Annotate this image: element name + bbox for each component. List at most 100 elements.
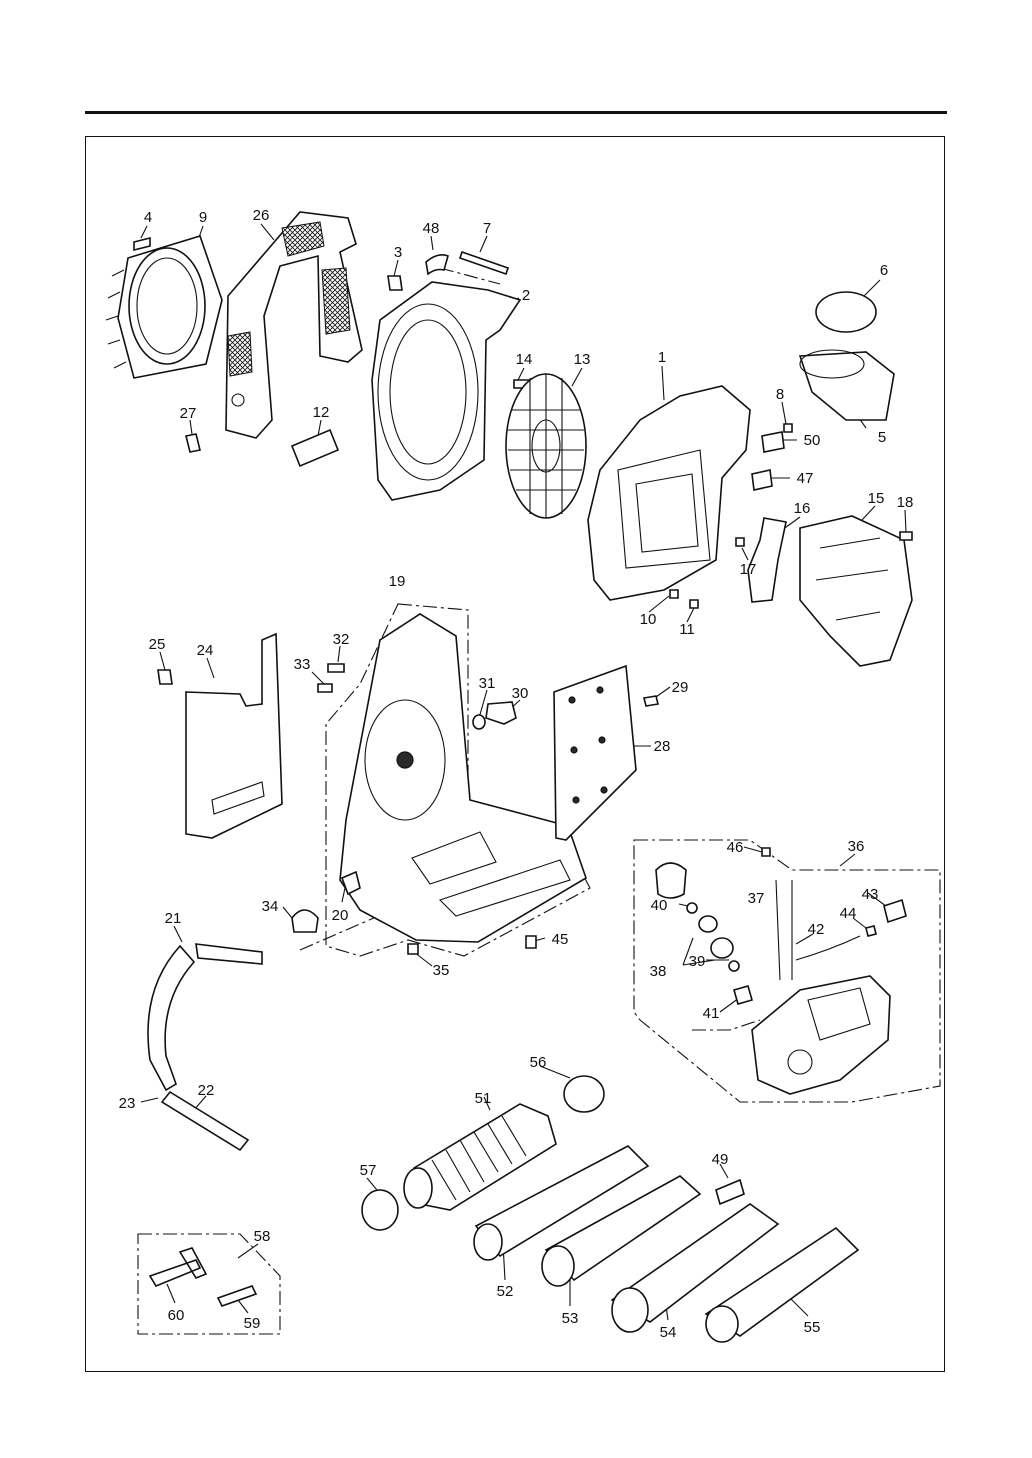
callout-label: 60 — [168, 1307, 185, 1324]
callout-label: 24 — [197, 642, 214, 659]
part-30-damper — [486, 702, 516, 724]
part-9-fan-cover — [106, 236, 222, 378]
part-59-wrench — [218, 1286, 256, 1306]
part-50-label — [762, 432, 784, 452]
callout-label: 17 — [740, 561, 757, 578]
part-57-band — [362, 1190, 398, 1230]
part-29-bolt — [644, 696, 658, 706]
callout-label: 42 — [808, 921, 825, 938]
callout-label: 26 — [253, 207, 270, 224]
part-11-bolt — [690, 600, 698, 608]
callout-label: 36 — [848, 838, 865, 855]
callout-label: 54 — [660, 1324, 677, 1341]
callout-label: 25 — [149, 636, 166, 653]
callout-label: 57 — [360, 1162, 377, 1179]
callout-label: 3 — [394, 244, 402, 261]
part-47-label — [752, 470, 772, 490]
callout-label: 41 — [703, 1005, 720, 1022]
callout-label: 31 — [479, 675, 496, 692]
callout-label: 35 — [433, 962, 450, 979]
part-60-plug-wrench — [150, 1248, 206, 1286]
part-8-screw — [784, 424, 792, 432]
part-3-screw — [388, 276, 402, 290]
callout-label: 45 — [552, 931, 569, 948]
callout-label: 13 — [574, 351, 591, 368]
part-45-screw — [526, 936, 536, 948]
callout-label: 46 — [727, 839, 744, 856]
callout-label: 28 — [654, 738, 671, 755]
callout-label: 20 — [332, 907, 349, 924]
callout-label: 56 — [530, 1054, 547, 1071]
callout-label: 32 — [333, 631, 350, 648]
part-27-grommet — [186, 434, 200, 452]
callout-label: 33 — [294, 656, 311, 673]
callout-label: 53 — [562, 1310, 579, 1327]
part-41-strainer — [734, 986, 752, 1004]
part-12-spacer — [292, 430, 338, 466]
callout-label: 27 — [180, 405, 197, 422]
callout-label: 10 — [640, 611, 657, 628]
part-33-screw — [318, 684, 332, 692]
callout-label: 12 — [313, 404, 330, 421]
callout-label: 39 — [689, 953, 706, 970]
part-49-label — [716, 1180, 744, 1204]
part-10-washer — [670, 590, 678, 598]
callout-label: 22 — [198, 1082, 215, 1099]
callout-label: 14 — [516, 351, 533, 368]
part-4-bolt — [134, 238, 150, 250]
part-44-clip — [866, 926, 876, 936]
callout-label: 19 — [389, 573, 406, 590]
callout-label: 55 — [804, 1319, 821, 1336]
callout-label: 2 — [522, 287, 530, 304]
callout-label: 18 — [897, 494, 914, 511]
callout-label: 5 — [878, 429, 886, 446]
callout-label: 47 — [797, 470, 814, 487]
callout-label: 30 — [512, 685, 529, 702]
callout-label: 34 — [262, 898, 279, 915]
part-34-bumper — [292, 910, 318, 932]
part-39-plug — [729, 961, 739, 971]
part-56-band — [564, 1076, 604, 1112]
part-16-bracket — [748, 518, 786, 602]
part-25-bolt — [158, 670, 172, 684]
part-40-cap — [656, 863, 686, 898]
part-21-shoulder-strap — [148, 944, 262, 1150]
part-7-bolt — [460, 252, 508, 274]
callout-label: 1 — [658, 349, 666, 366]
callout-label: 29 — [672, 679, 689, 696]
part-18-screw — [900, 532, 912, 540]
callout-label: 21 — [165, 910, 182, 927]
part-13-fan — [506, 374, 586, 518]
part-17-screw — [736, 538, 744, 546]
part-31-washer — [473, 715, 485, 729]
part-36-fuel-tank — [752, 976, 890, 1094]
part-28-gasket-plate — [554, 666, 636, 840]
callout-label: 49 — [712, 1151, 729, 1168]
callout-label: 16 — [794, 500, 811, 517]
part-15-shroud — [800, 516, 912, 666]
part-48-label — [426, 255, 448, 274]
part-46-clip — [762, 848, 770, 856]
callout-label: 11 — [679, 621, 695, 638]
part-19-frame — [340, 614, 586, 942]
callout-label: 50 — [804, 432, 821, 449]
part-32-screw — [328, 664, 344, 672]
callout-label: 52 — [497, 1283, 514, 1300]
part-1-fan-case-rear — [588, 386, 750, 600]
callout-label: 51 — [475, 1090, 492, 1107]
part-43-cap — [884, 900, 906, 922]
part-39-washer — [711, 938, 733, 958]
callout-label: 43 — [862, 886, 879, 903]
callout-label: 6 — [880, 262, 888, 279]
part-35-screw — [408, 944, 418, 954]
callout-label: 38 — [650, 963, 667, 980]
part-51-flex-pipe — [404, 1104, 556, 1210]
callout-label: 4 — [144, 209, 152, 226]
callout-label: 59 — [244, 1315, 261, 1332]
callout-label: 23 — [119, 1095, 136, 1112]
part-40-washer — [687, 903, 697, 913]
callout-label: 44 — [840, 905, 857, 922]
part-38-filter — [699, 916, 717, 932]
callout-label: 58 — [254, 1228, 271, 1245]
